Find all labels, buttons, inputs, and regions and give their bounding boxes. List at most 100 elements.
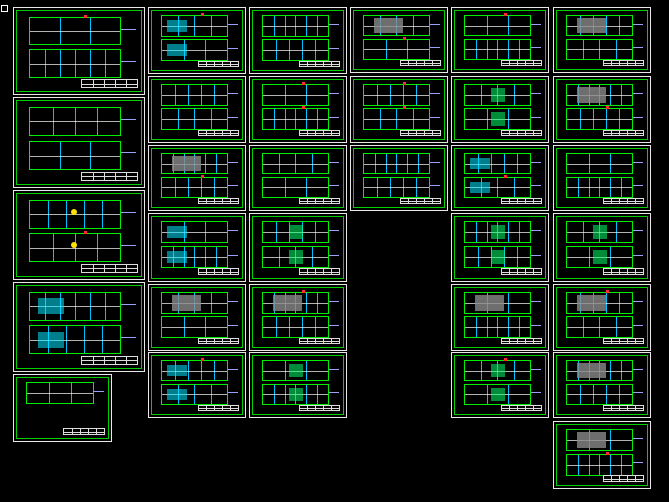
title-block xyxy=(602,197,644,204)
grid-line xyxy=(263,327,328,329)
panel-fill xyxy=(592,250,608,265)
panel-fill xyxy=(592,225,608,240)
section-marker xyxy=(402,36,406,40)
panel-fill xyxy=(490,225,506,240)
drawing-sheet[interactable] xyxy=(451,213,549,282)
annotation-leader xyxy=(227,184,239,186)
sheet-frame xyxy=(353,148,445,208)
grid-line xyxy=(465,327,530,329)
drawing-sheet[interactable] xyxy=(148,7,246,74)
annotation-leader xyxy=(632,116,644,118)
panel-fill xyxy=(490,112,506,126)
sheet-frame xyxy=(151,148,243,208)
glass-panel-fill xyxy=(470,157,490,170)
drawing-sheet[interactable] xyxy=(451,7,549,73)
annotation-leader xyxy=(530,23,542,25)
drawing-sheet[interactable] xyxy=(148,352,246,418)
elevation-drawing xyxy=(29,199,121,229)
elevation-drawing xyxy=(161,84,228,106)
grid-line xyxy=(162,119,227,121)
grid-line xyxy=(263,119,328,121)
annotation-leader xyxy=(530,254,542,256)
annotation-leader xyxy=(530,391,542,393)
section-marker xyxy=(83,14,87,18)
drawing-sheet[interactable] xyxy=(148,145,246,211)
annotation-leader xyxy=(328,391,340,393)
drawing-sheet[interactable] xyxy=(13,7,145,95)
annotation-leader xyxy=(429,92,441,94)
drawing-sheet[interactable] xyxy=(553,284,651,351)
title-block-divider xyxy=(198,407,238,409)
annotation-leader xyxy=(328,230,340,232)
drawing-sheet[interactable] xyxy=(553,7,651,73)
elevation-drawing xyxy=(161,246,228,269)
wall-fill xyxy=(576,17,606,34)
drawing-sheet[interactable] xyxy=(451,76,549,143)
title-block xyxy=(80,355,138,365)
ucs-icon xyxy=(1,5,8,12)
wall-fill xyxy=(474,295,504,311)
drawing-sheet[interactable] xyxy=(13,374,112,442)
elevation-drawing xyxy=(29,49,121,78)
grid-line xyxy=(30,247,120,249)
drawing-sheet[interactable] xyxy=(249,352,347,418)
drawing-sheet[interactable] xyxy=(350,7,448,73)
sheet-frame xyxy=(16,193,142,277)
drawing-sheet[interactable] xyxy=(451,284,549,351)
title-block xyxy=(197,197,239,204)
grid-line xyxy=(30,30,120,32)
title-block-divider xyxy=(501,200,541,202)
drawing-sheet[interactable] xyxy=(553,352,651,418)
drawing-sheet[interactable] xyxy=(451,145,549,211)
grid-line xyxy=(567,464,632,466)
highlight-marker xyxy=(70,242,77,249)
panel-fill xyxy=(288,363,304,378)
elevation-drawing xyxy=(566,429,633,451)
sheet-frame xyxy=(556,355,648,415)
drawing-sheet[interactable] xyxy=(451,352,549,418)
drawing-sheet[interactable] xyxy=(249,7,347,74)
drawing-sheet[interactable] xyxy=(148,284,246,351)
title-block xyxy=(602,129,644,136)
drawing-sheet[interactable] xyxy=(249,145,347,211)
elevation-drawing xyxy=(464,38,531,60)
title-block-divider xyxy=(198,63,238,65)
annotation-leader xyxy=(530,92,542,94)
drawing-sheet[interactable] xyxy=(249,213,347,282)
drawing-sheet[interactable] xyxy=(13,282,145,372)
grid-line xyxy=(30,63,120,65)
drawing-sheet[interactable] xyxy=(350,145,448,211)
elevation-drawing xyxy=(26,382,94,404)
section-marker xyxy=(301,82,305,86)
title-block-divider xyxy=(501,132,541,134)
title-block-divider xyxy=(299,132,339,134)
drawing-sheet[interactable] xyxy=(249,76,347,143)
drawing-sheet[interactable] xyxy=(553,76,651,143)
glass-panel-fill xyxy=(167,20,187,32)
annotation-leader xyxy=(530,46,542,48)
drawing-sheet[interactable] xyxy=(148,76,246,143)
annotation-leader xyxy=(530,161,542,163)
elevation-drawing xyxy=(566,360,633,382)
drawing-sheet[interactable] xyxy=(13,190,145,280)
elevation-drawing xyxy=(566,290,633,314)
annotation-leader xyxy=(429,116,441,118)
sheet-frame xyxy=(151,10,243,71)
drawing-sheet[interactable] xyxy=(249,284,347,351)
annotation-leader xyxy=(227,300,239,302)
drawing-sheet[interactable] xyxy=(553,421,651,489)
drawing-sheet[interactable] xyxy=(350,76,448,143)
sheet-frame xyxy=(151,287,243,348)
drawing-sheet[interactable] xyxy=(553,145,651,211)
elevation-drawing xyxy=(161,108,228,130)
title-block-divider xyxy=(603,62,643,64)
drawing-sheet[interactable] xyxy=(553,213,651,282)
grid-line xyxy=(567,187,632,189)
drawing-sheet[interactable] xyxy=(13,97,145,188)
annotation-leader xyxy=(227,324,239,326)
elevation-drawing xyxy=(262,153,329,175)
drawing-sheet[interactable] xyxy=(148,213,246,282)
annotation-leader xyxy=(530,368,542,370)
sheet-frame xyxy=(454,355,546,415)
